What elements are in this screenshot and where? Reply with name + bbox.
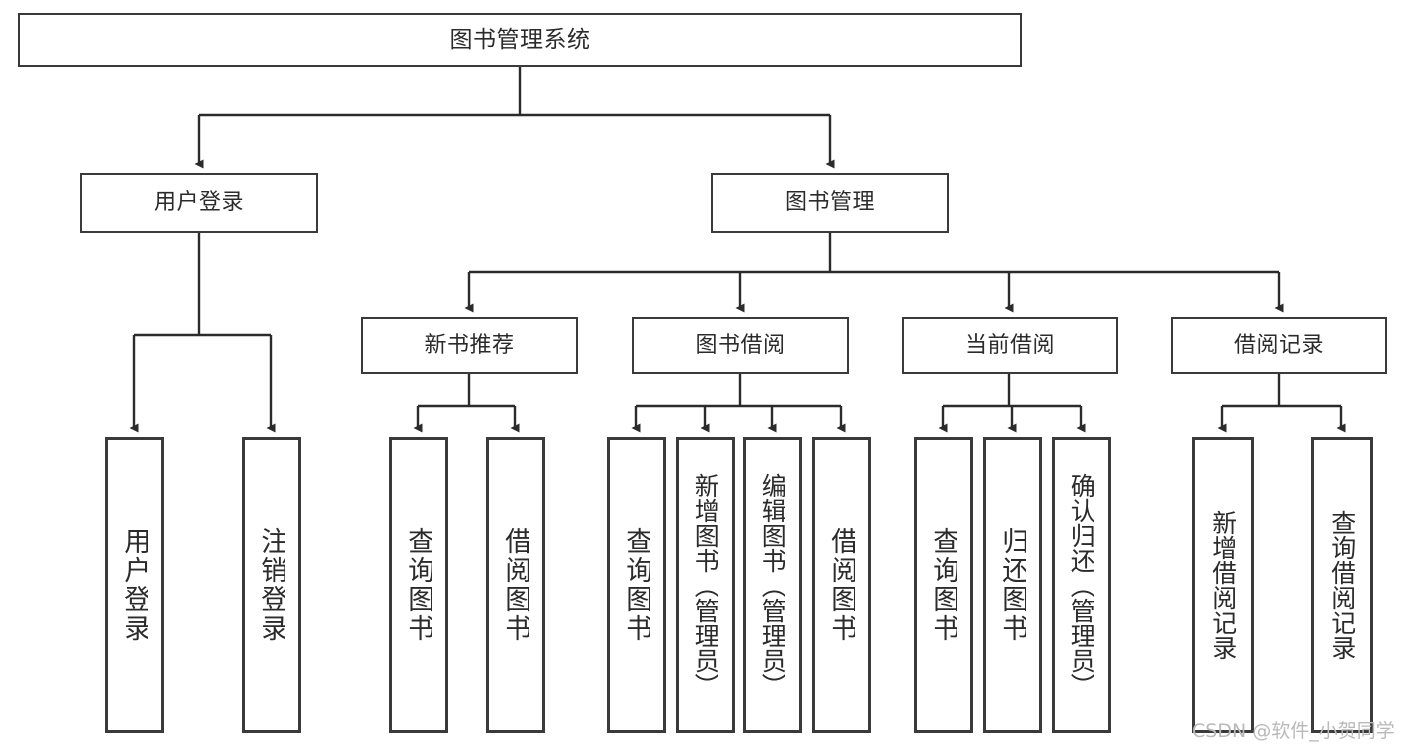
node-borrow-record-label: 借阅记录: [1233, 332, 1324, 358]
leaf-new-book-query-book[interactable]: 查询图书: [389, 437, 448, 733]
leaf-book-borrow-borrow-book[interactable]: 借阅图书: [812, 437, 871, 733]
leaf-user-login-logout[interactable]: 注销登录: [242, 437, 301, 733]
leaf-label: 借阅图书: [501, 527, 530, 643]
leaf-label: 注销登录: [257, 527, 286, 643]
leaf-current-borrow-query-book[interactable]: 查询图书: [914, 437, 973, 733]
leaf-label: 查询图书: [929, 527, 958, 643]
node-book-management-label: 图书管理: [784, 190, 875, 216]
node-root-book-management-system[interactable]: 图书管理系统: [18, 13, 1022, 67]
leaf-book-borrow-add-book-admin[interactable]: 新增图书（管理员）: [676, 437, 735, 733]
node-new-book-recommend-label: 新书推荐: [424, 332, 515, 358]
node-user-login-label: 用户登录: [153, 190, 244, 216]
leaf-book-borrow-query-book[interactable]: 查询图书: [607, 437, 666, 733]
leaf-label: 归还图书: [998, 527, 1027, 643]
node-borrow-record[interactable]: 借阅记录: [1171, 317, 1387, 374]
node-new-book-recommend[interactable]: 新书推荐: [361, 317, 578, 374]
leaf-label: 查询图书: [622, 527, 651, 643]
leaf-label: 确认归还（管理员）: [1068, 472, 1095, 698]
leaf-book-borrow-edit-book-admin[interactable]: 编辑图书（管理员）: [743, 437, 802, 733]
node-book-borrow[interactable]: 图书借阅: [632, 317, 849, 374]
node-current-borrow-label: 当前借阅: [964, 332, 1055, 358]
leaf-label: 新增借阅记录: [1210, 510, 1236, 660]
leaf-label: 查询图书: [404, 527, 433, 643]
leaf-label: 新增图书（管理员）: [692, 472, 719, 698]
leaf-label: 查询借阅记录: [1329, 510, 1355, 660]
node-root-label: 图书管理系统: [449, 26, 591, 53]
node-book-management[interactable]: 图书管理: [711, 173, 949, 233]
csdn-watermark: CSDN @软件_小贺同学: [1192, 720, 1395, 742]
node-user-login[interactable]: 用户登录: [80, 173, 318, 233]
leaf-label: 借阅图书: [827, 527, 856, 643]
leaf-label: 编辑图书（管理员）: [759, 472, 786, 698]
leaf-borrow-record-query-record[interactable]: 查询借阅记录: [1311, 437, 1373, 733]
leaf-new-book-borrow-book[interactable]: 借阅图书: [486, 437, 545, 733]
leaf-borrow-record-add-record[interactable]: 新增借阅记录: [1192, 437, 1254, 733]
leaf-user-login-login[interactable]: 用户登录: [105, 437, 164, 733]
leaf-label: 用户登录: [120, 527, 149, 643]
leaf-current-borrow-confirm-return-admin[interactable]: 确认归还（管理员）: [1052, 437, 1111, 733]
node-current-borrow[interactable]: 当前借阅: [902, 317, 1118, 374]
node-book-borrow-label: 图书借阅: [695, 332, 786, 358]
leaf-current-borrow-return-book[interactable]: 归还图书: [983, 437, 1042, 733]
